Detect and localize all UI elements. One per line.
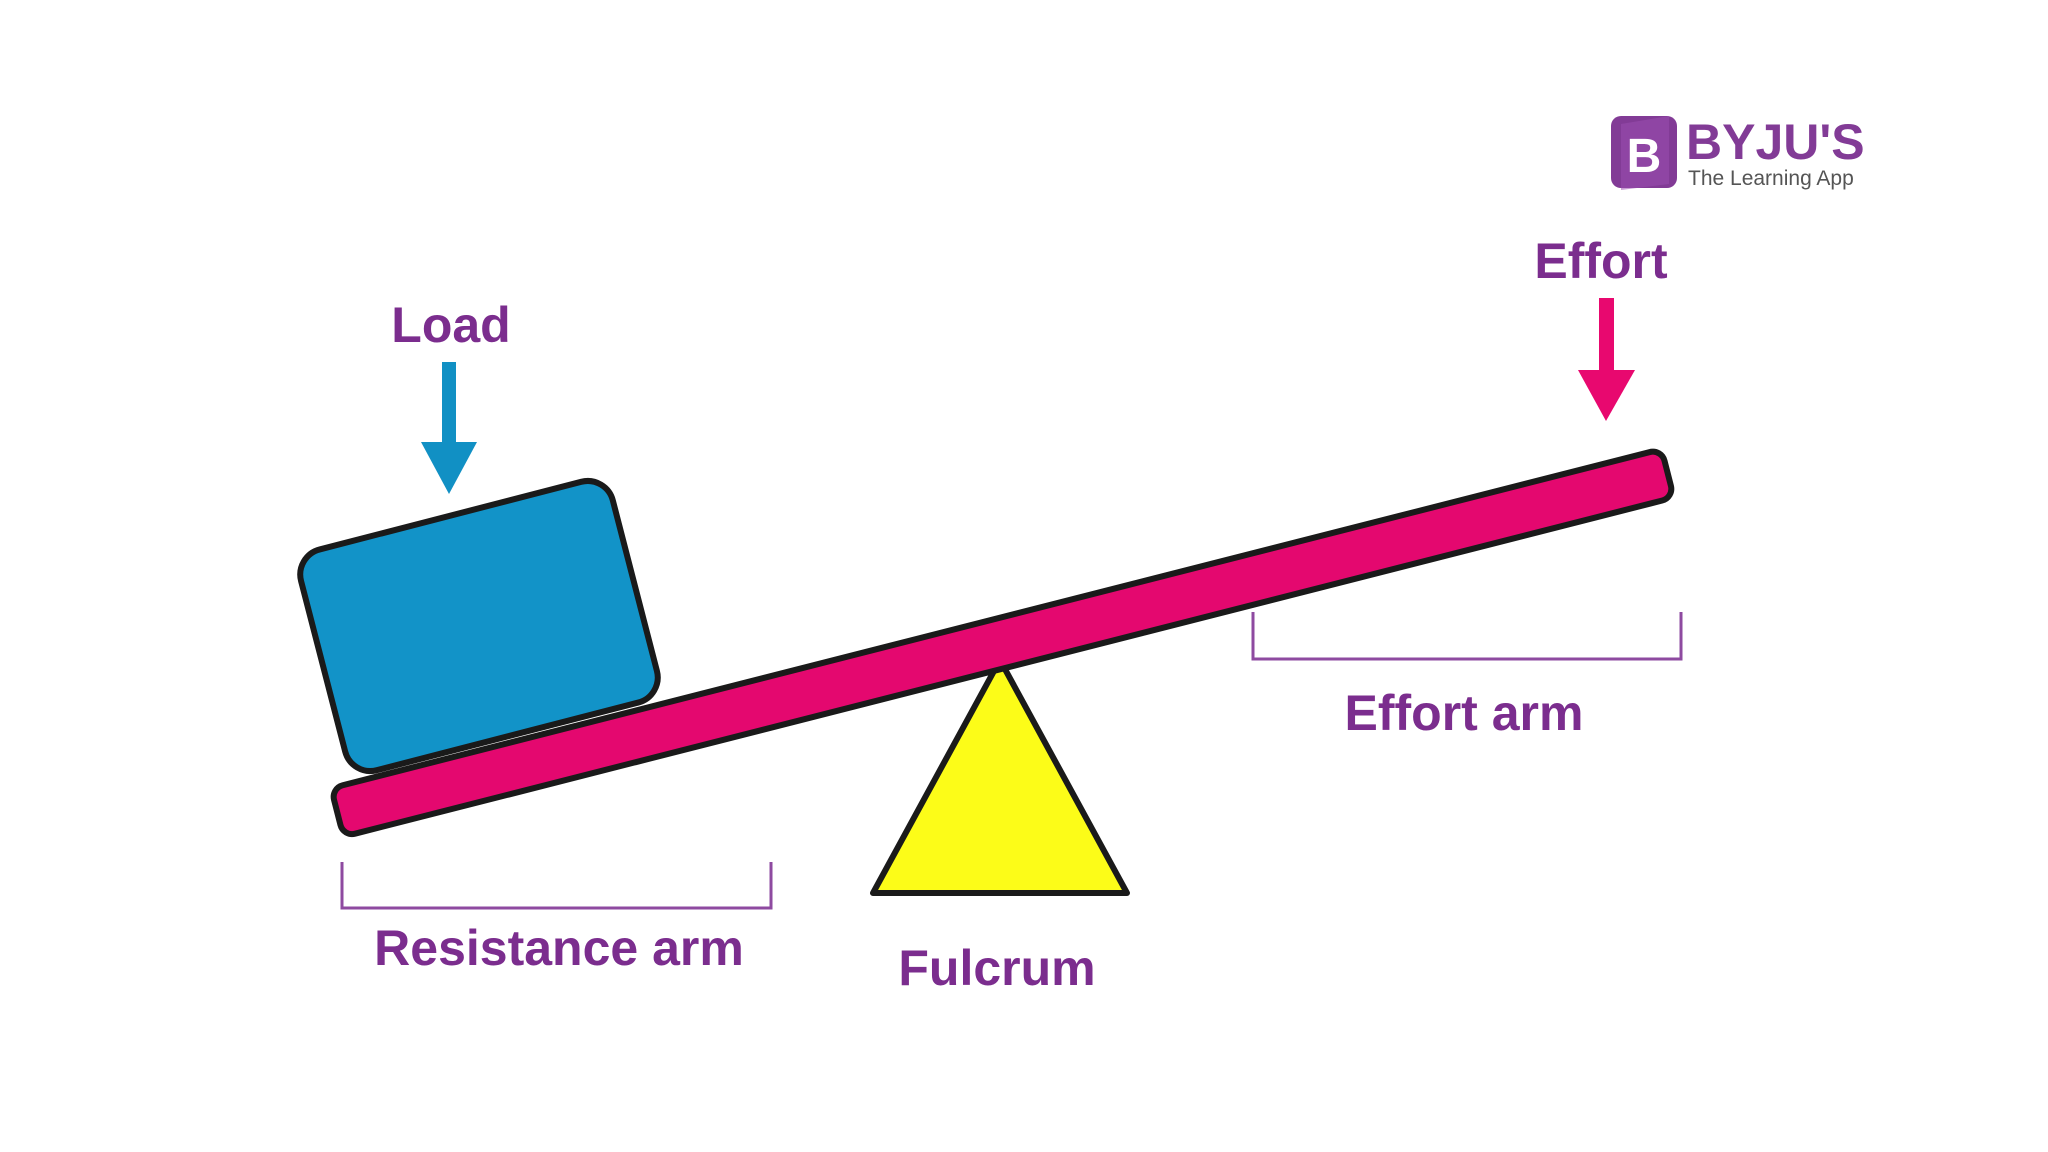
resistance-arm-bracket	[340, 862, 773, 910]
arrow-down-icon	[421, 362, 477, 494]
logo-tagline-text: The Learning App	[1688, 167, 1854, 190]
effort-label: Effort	[1534, 233, 1668, 289]
effort-arm-bracket	[1251, 612, 1683, 661]
fulcrum-triangle	[870, 657, 1130, 896]
arrow-down-icon	[1578, 298, 1635, 421]
byjus-logo: B BYJU'S The Learning App	[1611, 114, 1865, 190]
fulcrum-label: Fulcrum	[898, 940, 1095, 996]
logo-brand-text: BYJU'S	[1686, 114, 1865, 170]
load-label: Load	[391, 297, 510, 353]
effort-arm-label: Effort arm	[1345, 685, 1584, 741]
resistance-arm-label: Resistance arm	[374, 920, 744, 976]
load-box	[297, 478, 661, 774]
byjus-logo-icon: B	[1611, 116, 1677, 190]
lever-bar	[330, 448, 1675, 838]
logo-mark-letter: B	[1627, 130, 1662, 183]
